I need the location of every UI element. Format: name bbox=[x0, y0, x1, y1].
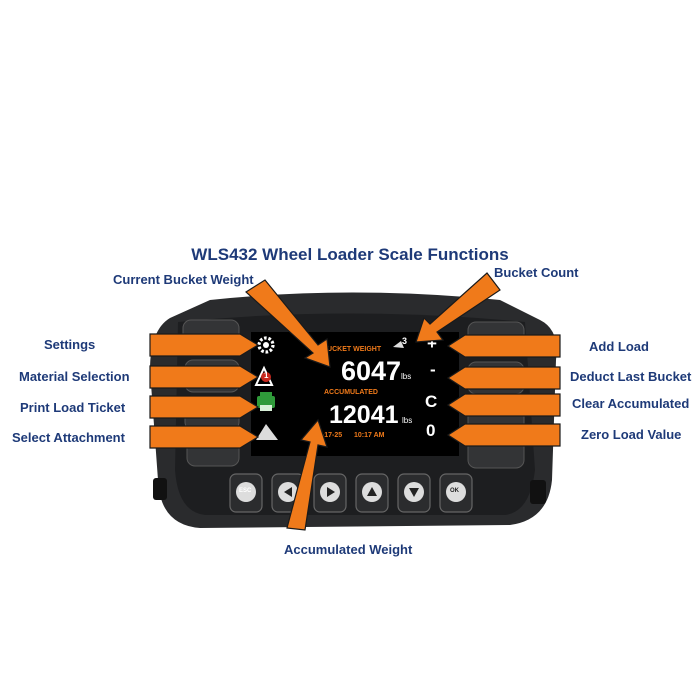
label-deduct-last-bucket: Deduct Last Bucket bbox=[570, 369, 692, 384]
accumulated-label: ACCUMULATED bbox=[324, 389, 378, 396]
label-print-load-ticket: Print Load Ticket bbox=[20, 400, 126, 415]
accumulated-value: 12041 bbox=[329, 401, 399, 429]
bottom-keypad bbox=[229, 473, 473, 513]
label-clear-accumulated: Clear Accumulated bbox=[572, 396, 690, 411]
label-current-bucket-weight: Current Bucket Weight bbox=[113, 272, 254, 287]
label-settings: Settings bbox=[44, 337, 96, 352]
zero-key[interactable]: 0 bbox=[426, 421, 436, 440]
left-side-button-2[interactable] bbox=[184, 359, 240, 393]
right-icon bbox=[327, 487, 335, 497]
date-readout: 5-17-25 bbox=[318, 432, 343, 439]
esc-button-label: ESC bbox=[239, 488, 252, 494]
material-badge: 1 bbox=[264, 371, 269, 380]
right-side-button-2[interactable] bbox=[467, 361, 525, 395]
bucket-count-value: 3 bbox=[402, 336, 408, 346]
up-icon bbox=[367, 487, 377, 496]
add-load-key[interactable]: + bbox=[427, 334, 437, 353]
time-readout: 10:17 AM bbox=[354, 432, 385, 439]
bucket-weight-value: 6047 bbox=[341, 356, 402, 386]
label-add-load: Add Load bbox=[589, 339, 649, 354]
label-material-selection: Material Selection bbox=[19, 369, 130, 384]
label-bucket-count: Bucket Count bbox=[494, 265, 579, 280]
right-side-button-4[interactable] bbox=[467, 437, 525, 469]
left-side-button-3[interactable] bbox=[184, 397, 240, 431]
ok-button-label: OK bbox=[450, 488, 459, 494]
printer-icon bbox=[257, 392, 275, 411]
left-side-button-4[interactable] bbox=[186, 435, 240, 467]
deduct-key[interactable]: - bbox=[430, 360, 436, 379]
left-side-button-1[interactable] bbox=[182, 319, 240, 355]
bucket-weight-label: BUCKET WEIGHT bbox=[322, 346, 382, 353]
material-icon bbox=[254, 365, 274, 386]
label-accumulated-weight: Accumulated Weight bbox=[284, 542, 413, 557]
page-title: WLS432 Wheel Loader Scale Functions bbox=[191, 245, 509, 264]
attachment-icon bbox=[256, 424, 278, 440]
bucket-icon bbox=[393, 341, 404, 348]
right-side-button-3[interactable] bbox=[467, 399, 525, 433]
clear-key[interactable]: C bbox=[425, 392, 438, 411]
right-side-button-1[interactable] bbox=[467, 321, 525, 357]
bucket-weight-unit: lbs bbox=[401, 372, 412, 381]
label-select-attachment: Select Attachment bbox=[12, 430, 125, 445]
label-zero-load-value: Zero Load Value bbox=[581, 427, 682, 442]
down-icon bbox=[409, 488, 419, 497]
accumulated-unit: lbs bbox=[402, 416, 413, 425]
